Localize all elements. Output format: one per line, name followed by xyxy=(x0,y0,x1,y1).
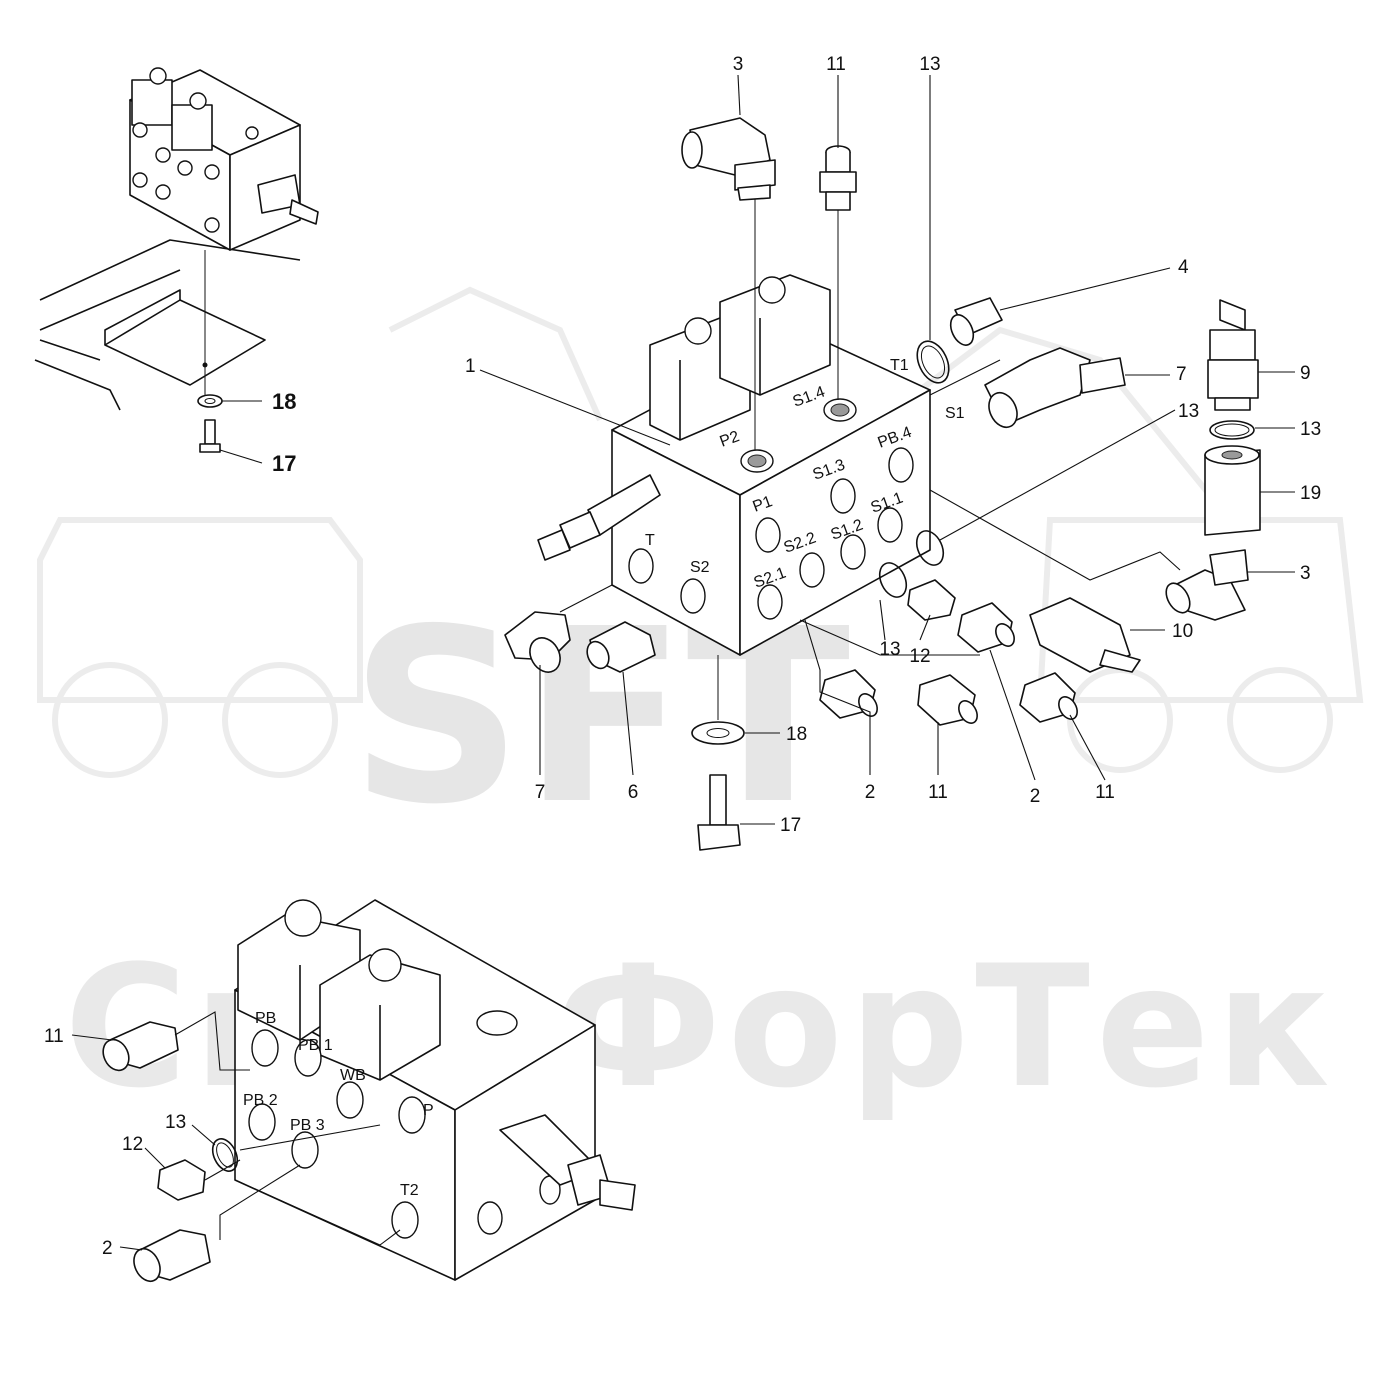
bottom-part-nut-12 xyxy=(157,1159,206,1201)
part-nut-12 xyxy=(907,579,956,621)
bottom-callout-2: 2 xyxy=(102,1238,113,1259)
part-sensor-9 xyxy=(1207,299,1259,411)
inset-bolt-17 xyxy=(199,419,221,453)
main-valve-block xyxy=(537,274,931,656)
bottom-callout-13: 13 xyxy=(165,1112,186,1133)
callout-2a: 2 xyxy=(865,782,876,803)
bottom-port-wb: WB xyxy=(340,1067,366,1084)
part-adapter-2a xyxy=(819,669,878,719)
inset-mount-frame xyxy=(34,239,301,411)
bottom-valve-block xyxy=(234,899,636,1281)
bottom-callout-12: 12 xyxy=(122,1134,143,1155)
part-adapter-6 xyxy=(586,621,656,673)
part-valve-10 xyxy=(1029,597,1141,673)
main-leader-lines xyxy=(479,74,1295,825)
bottom-view: PB PB 1 WB PB 2 PB 3 P T2 xyxy=(44,899,636,1283)
bottom-port-p: P xyxy=(423,1102,434,1119)
callout-17: 17 xyxy=(780,815,801,836)
port-label-t1: T1 xyxy=(890,357,909,374)
callout-4: 4 xyxy=(1178,257,1189,278)
bottom-callout-11: 11 xyxy=(44,1026,64,1047)
bottom-port-pb1: PB 1 xyxy=(298,1037,333,1054)
callout-18: 18 xyxy=(786,724,807,745)
bottom-leader-lines xyxy=(71,1011,401,1251)
port-label-p2: P2 xyxy=(718,428,742,451)
bottom-port-t2: T2 xyxy=(400,1182,419,1199)
part-oring-13-right xyxy=(1209,420,1255,440)
part-bolt-17 xyxy=(697,774,741,851)
port-label-s2: S2 xyxy=(690,559,710,576)
part-adapter-11a xyxy=(917,674,978,726)
part-elbow-7-right xyxy=(984,347,1126,429)
callout-11b: 11 xyxy=(1095,782,1115,803)
bottom-part-adapter-11 xyxy=(102,1021,179,1072)
callout-7-right: 7 xyxy=(1176,364,1187,385)
inset-callout-17: 17 xyxy=(272,451,296,476)
bottom-port-pb2: PB 2 xyxy=(243,1092,278,1109)
bottom-part-oring-13 xyxy=(211,1138,239,1172)
main-exploded-view: T1 S1 P2 S1.4 PB.4 S1.3 P1 S1.1 S1.2 S2.… xyxy=(465,54,1321,851)
callout-3-lower-right: 3 xyxy=(1300,563,1311,584)
part-adapter-11-top xyxy=(819,145,857,211)
callout-19: 19 xyxy=(1300,483,1321,504)
callout-12: 12 xyxy=(909,646,930,667)
callout-11-top: 11 xyxy=(826,54,846,75)
inset-washer-18 xyxy=(197,394,223,408)
part-washer-18 xyxy=(691,721,745,745)
part-adapter-11b xyxy=(1019,672,1078,723)
part-plug-4 xyxy=(949,297,1003,346)
port-label-p1: P1 xyxy=(751,493,775,516)
inset-top-left: 18 17 xyxy=(34,67,319,476)
port-label-s1: S1 xyxy=(945,405,965,422)
callout-11a: 11 xyxy=(928,782,948,803)
inset-valve-block xyxy=(129,67,319,251)
part-coupling-19 xyxy=(1204,445,1261,536)
callout-6: 6 xyxy=(628,782,639,803)
callout-13-mid: 13 xyxy=(879,639,900,660)
port-label-t: T xyxy=(645,532,655,549)
callout-10: 10 xyxy=(1172,621,1193,642)
callout-13-right-a: 13 xyxy=(1178,401,1199,422)
part-adapter-2b xyxy=(957,602,1015,653)
part-oring-13-mid xyxy=(878,530,945,598)
bottom-part-adapter-2 xyxy=(133,1229,211,1283)
inset-callout-18: 18 xyxy=(272,389,296,414)
part-elbow-3-top xyxy=(681,117,776,201)
callout-7-front: 7 xyxy=(535,782,546,803)
callout-1: 1 xyxy=(465,356,476,377)
part-elbow-3-lower-right xyxy=(1165,549,1249,621)
callout-13-right-b: 13 xyxy=(1300,419,1321,440)
callout-13-top: 13 xyxy=(919,54,940,75)
part-oring-13-top xyxy=(916,340,950,384)
callout-9: 9 xyxy=(1300,363,1311,384)
bottom-port-pb3: PB 3 xyxy=(290,1117,325,1134)
callout-2b: 2 xyxy=(1030,786,1041,807)
part-elbow-7-front xyxy=(504,611,571,673)
bottom-port-pb: PB xyxy=(255,1010,276,1027)
callout-3-top: 3 xyxy=(733,54,744,75)
